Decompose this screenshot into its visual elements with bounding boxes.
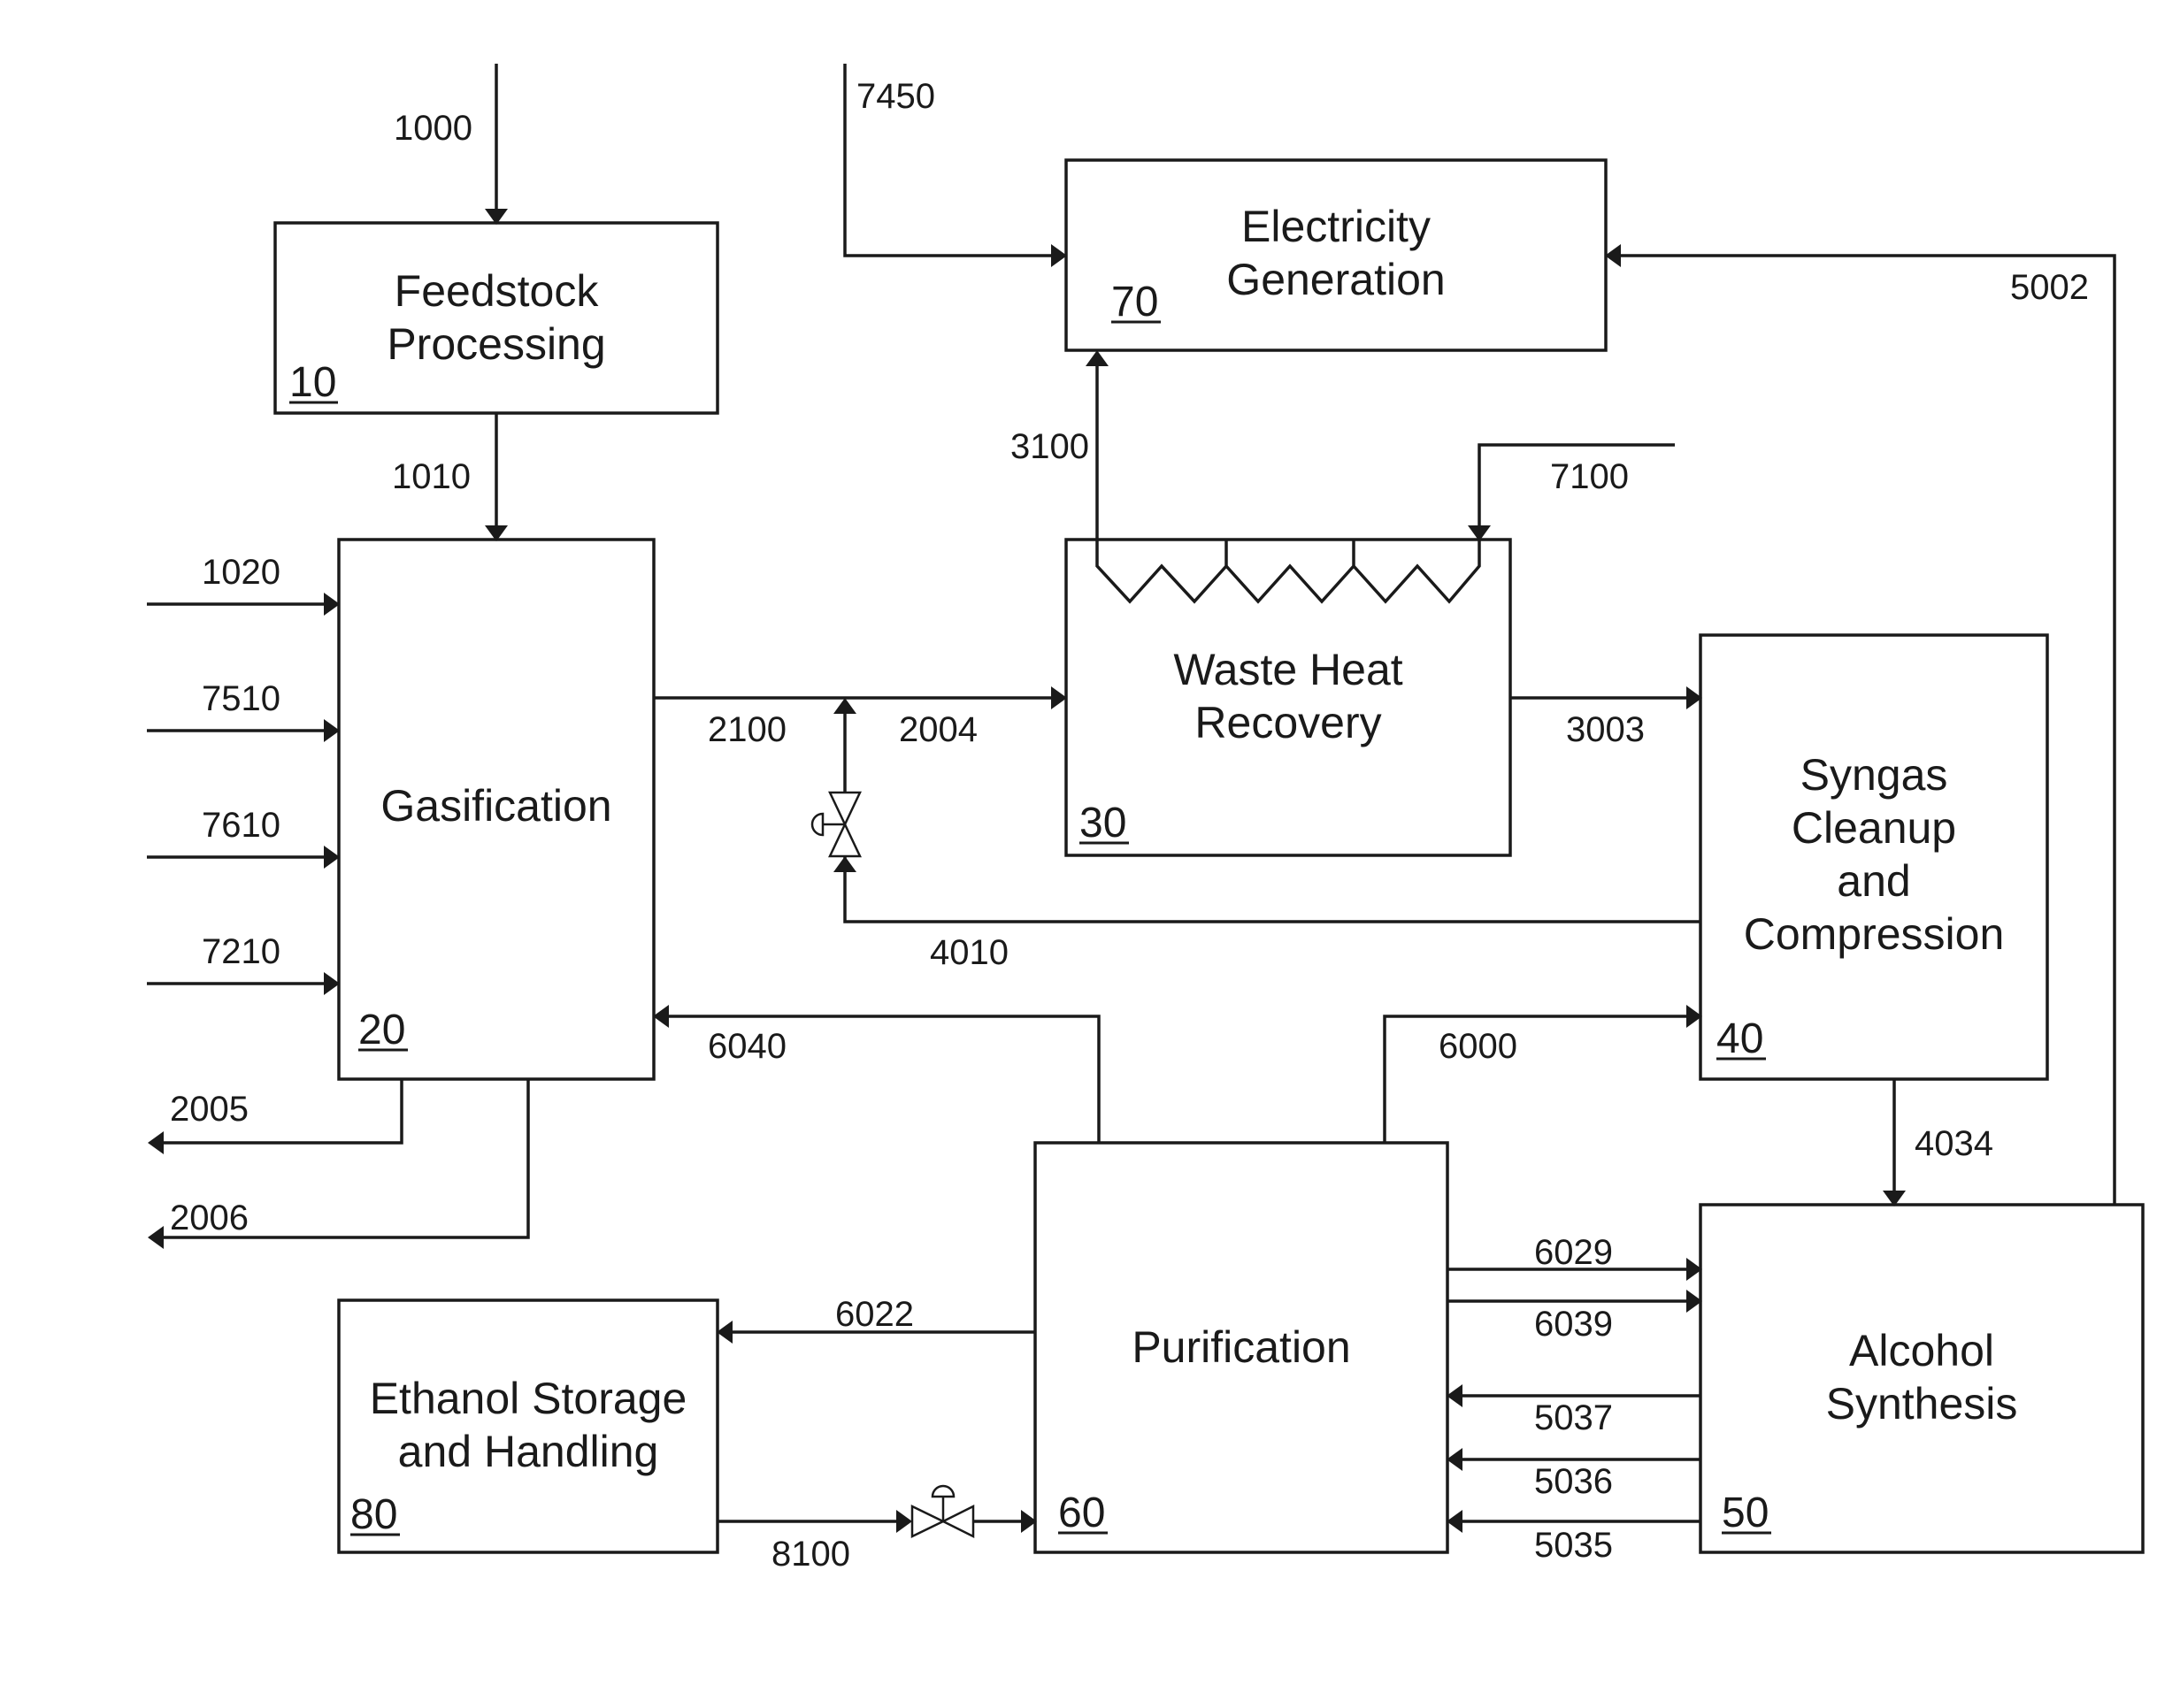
stream-3100: 3100 [1010,350,1109,540]
stream-4034: 4034 [1883,1079,1993,1206]
stream-6039: 6039 [1447,1290,1702,1344]
stream-5036: 5036 [1447,1448,1700,1501]
block-ethanol-title-line2: and Handling [398,1427,659,1476]
stream-label-5036: 5036 [1534,1462,1613,1501]
block-syngas-title-line1: Syngas [1800,750,1948,800]
block-feedstock-title-line2: Processing [387,319,605,369]
stream-7510: 7510 [147,679,340,742]
block-alcohol-title-line1: Alcohol [1849,1326,1994,1375]
block-ethanol-storage: Ethanol Storage and Handling 80 [339,1300,718,1552]
block-syngas-cleanup: Syngas Cleanup and Compression 40 [1700,635,2047,1079]
stream-6040: 6040 [653,1005,1099,1143]
stream-label-8100: 8100 [771,1535,850,1574]
stream-7450: 7450 [845,64,1067,267]
block-waste-heat-title-line1: Waste Heat [1173,645,1402,694]
stream-label-6040: 6040 [708,1027,787,1066]
stream-label-4034: 4034 [1915,1124,1993,1163]
stream-label-7610: 7610 [202,806,280,845]
stream-label-6000: 6000 [1439,1027,1517,1066]
stream-1020: 1020 [147,553,340,616]
stream-label-2006: 2006 [170,1199,249,1237]
stream-label-5037: 5037 [1534,1398,1613,1437]
stream-label-7450: 7450 [856,77,935,116]
block-ethanol-title-line1: Ethanol Storage [370,1374,687,1423]
block-electricity-generation: Electricity Generation 70 [1066,160,1606,350]
block-gasification-number: 20 [358,1007,405,1053]
block-alcohol-number: 50 [1722,1490,1769,1536]
stream-1010: 1010 [392,413,508,541]
stream-1000: 1000 [394,64,508,225]
block-purification-number: 60 [1058,1490,1105,1536]
stream-label-6039: 6039 [1534,1305,1613,1344]
stream-label-6022: 6022 [835,1295,914,1334]
stream-label-4010: 4010 [930,933,1009,972]
block-syngas-title-line4: Compression [1744,909,2005,959]
block-feedstock-number: 10 [289,359,336,406]
block-ethanol-number: 80 [350,1491,397,1538]
stream-label-3100: 3100 [1010,427,1089,466]
block-waste-heat-recovery: Waste Heat Recovery 30 [1066,540,1510,855]
block-gasification-title: Gasification [380,781,611,831]
stream-label-1000: 1000 [394,109,472,148]
stream-label-2005: 2005 [170,1090,249,1129]
block-waste-heat-number: 30 [1079,800,1126,846]
block-purification-title: Purification [1132,1322,1350,1372]
stream-label-7210: 7210 [202,932,280,971]
block-feedstock-title-line1: Feedstock [395,266,600,316]
stream-label-7510: 7510 [202,679,280,718]
block-electricity-title-line1: Electricity [1241,202,1431,251]
block-syngas-title-line3: and [1837,856,1910,906]
stream-5037: 5037 [1447,1384,1700,1437]
stream-label-5035: 5035 [1534,1526,1613,1565]
stream-8100: 8100 [718,1486,1037,1574]
stream-2100-2004: 2100 2004 [654,686,1067,749]
stream-label-2004: 2004 [899,710,978,749]
control-valve-4010 [812,793,860,856]
block-purification: Purification 60 [1035,1143,1447,1552]
stream-7210: 7210 [147,932,340,995]
stream-label-1020: 1020 [202,553,280,592]
block-syngas-title-line2: Cleanup [1792,803,1956,853]
block-alcohol-synthesis: Alcohol Synthesis 50 [1700,1205,2143,1552]
stream-5035: 5035 [1447,1510,1700,1565]
block-feedstock-processing: Feedstock Processing 10 [275,223,718,413]
stream-label-1010: 1010 [392,457,471,496]
stream-label-2100: 2100 [708,710,787,749]
block-electricity-title-line2: Generation [1226,255,1445,304]
stream-6029: 6029 [1447,1233,1702,1281]
stream-6000: 6000 [1385,1005,1702,1143]
block-syngas-number: 40 [1716,1015,1763,1062]
stream-label-5002: 5002 [2010,268,2089,307]
stream-6022: 6022 [717,1295,1035,1344]
block-feedstock-processing-box [275,223,718,413]
stream-label-7100: 7100 [1550,457,1629,496]
stream-7610: 7610 [147,806,340,869]
stream-label-6029: 6029 [1534,1233,1613,1272]
block-gasification: Gasification 20 [339,540,654,1079]
block-waste-heat-title-line2: Recovery [1194,698,1381,747]
stream-7100: 7100 [1468,445,1675,541]
block-electricity-number: 70 [1111,279,1158,326]
control-valve-8100 [912,1486,973,1536]
stream-3003: 3003 [1510,686,1702,749]
block-alcohol-title-line2: Synthesis [1826,1379,2018,1428]
stream-2005: 2005 [148,1079,402,1154]
stream-label-3003: 3003 [1566,710,1645,749]
